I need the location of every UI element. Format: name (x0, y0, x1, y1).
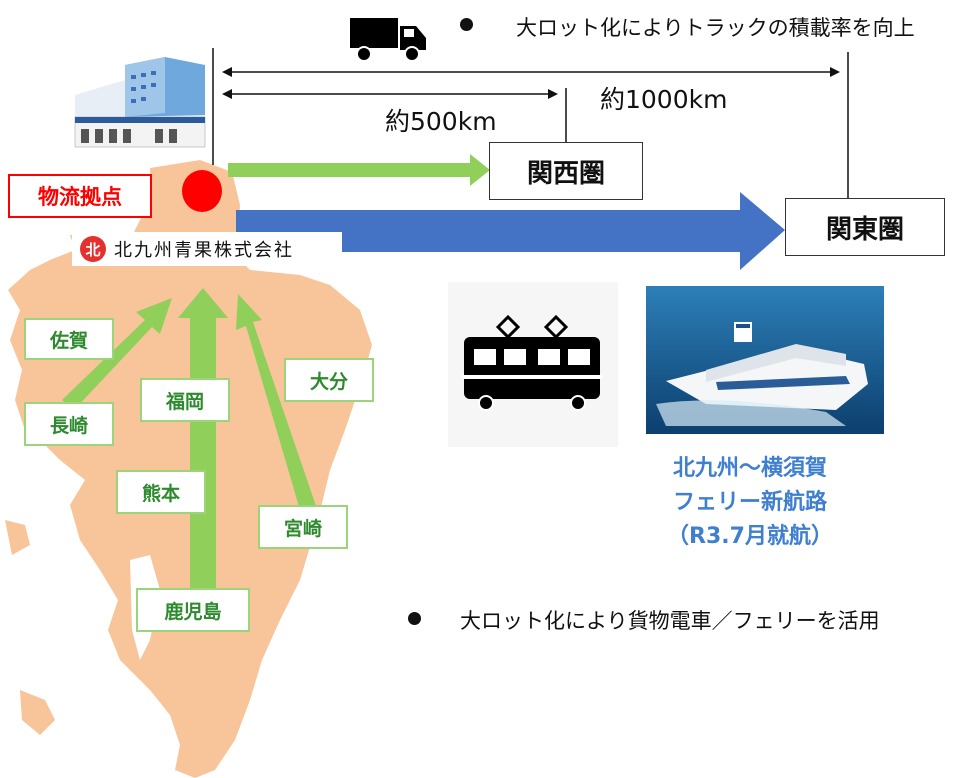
hub-dot (182, 170, 222, 212)
company-name: 北九州青果株式会社 (114, 240, 294, 261)
ferry-caption-line1: 北九州～横須賀 (672, 456, 827, 481)
distance-1000km: 約1000km (600, 85, 728, 114)
origin-nagasaki-label: 長崎 (49, 414, 88, 437)
kanto-arrow (236, 192, 785, 270)
ferry-caption: 北九州～横須賀 フェリー新航路 （R3.7月就航） (600, 452, 900, 554)
origin-nagasaki: 長崎 (24, 402, 114, 446)
train-icon (462, 315, 602, 411)
ship-photo (646, 286, 884, 434)
arrow-from-nagasaki (62, 298, 172, 410)
kanto-box: 関東圏 (785, 198, 945, 256)
truck-icon (350, 18, 426, 62)
company-logo: 北 (80, 236, 106, 262)
origin-kagoshima: 鹿児島 (136, 588, 250, 632)
kansai-box: 関西圏 (489, 142, 643, 200)
warehouse-icon (74, 57, 206, 148)
origin-kumamoto-label: 熊本 (141, 482, 180, 505)
bullet-dot (460, 18, 473, 31)
kansai-label: 関西圏 (526, 158, 605, 189)
origin-kagoshima-label: 鹿児島 (164, 600, 222, 623)
kansai-arrow (228, 154, 490, 186)
distance-500km: 約500km (385, 107, 497, 136)
bullet-dot (408, 612, 421, 625)
origin-oita-label: 大分 (309, 370, 348, 393)
origin-fukuoka-label: 福岡 (165, 390, 204, 413)
origin-fukuoka: 福岡 (140, 378, 230, 422)
ferry-caption-line2: フェリー新航路 (672, 490, 827, 515)
origin-saga: 佐賀 (24, 318, 114, 360)
kanto-label: 関東圏 (825, 214, 904, 245)
hub-label-text: 物流拠点 (38, 185, 122, 209)
truck-bullet-text: 大ロット化によりトラックの積載率を向上 (516, 16, 915, 40)
arrow-from-kagoshima (178, 288, 228, 590)
origin-miyazaki-label: 宮崎 (283, 517, 322, 540)
ferry-caption-line3: （R3.7月就航） (667, 524, 833, 549)
hub-label: 物流拠点 (8, 174, 152, 218)
origin-kumamoto: 熊本 (116, 470, 206, 514)
rail-ferry-bullet-text: 大ロット化により貨物電車／フェリーを活用 (460, 609, 880, 633)
origin-miyazaki: 宮崎 (258, 505, 348, 549)
origin-oita: 大分 (284, 358, 374, 402)
company-banner: 北 北九州青果株式会社 (72, 232, 342, 266)
origin-saga-label: 佐賀 (49, 329, 88, 352)
arrow-from-miyazaki (236, 294, 316, 510)
